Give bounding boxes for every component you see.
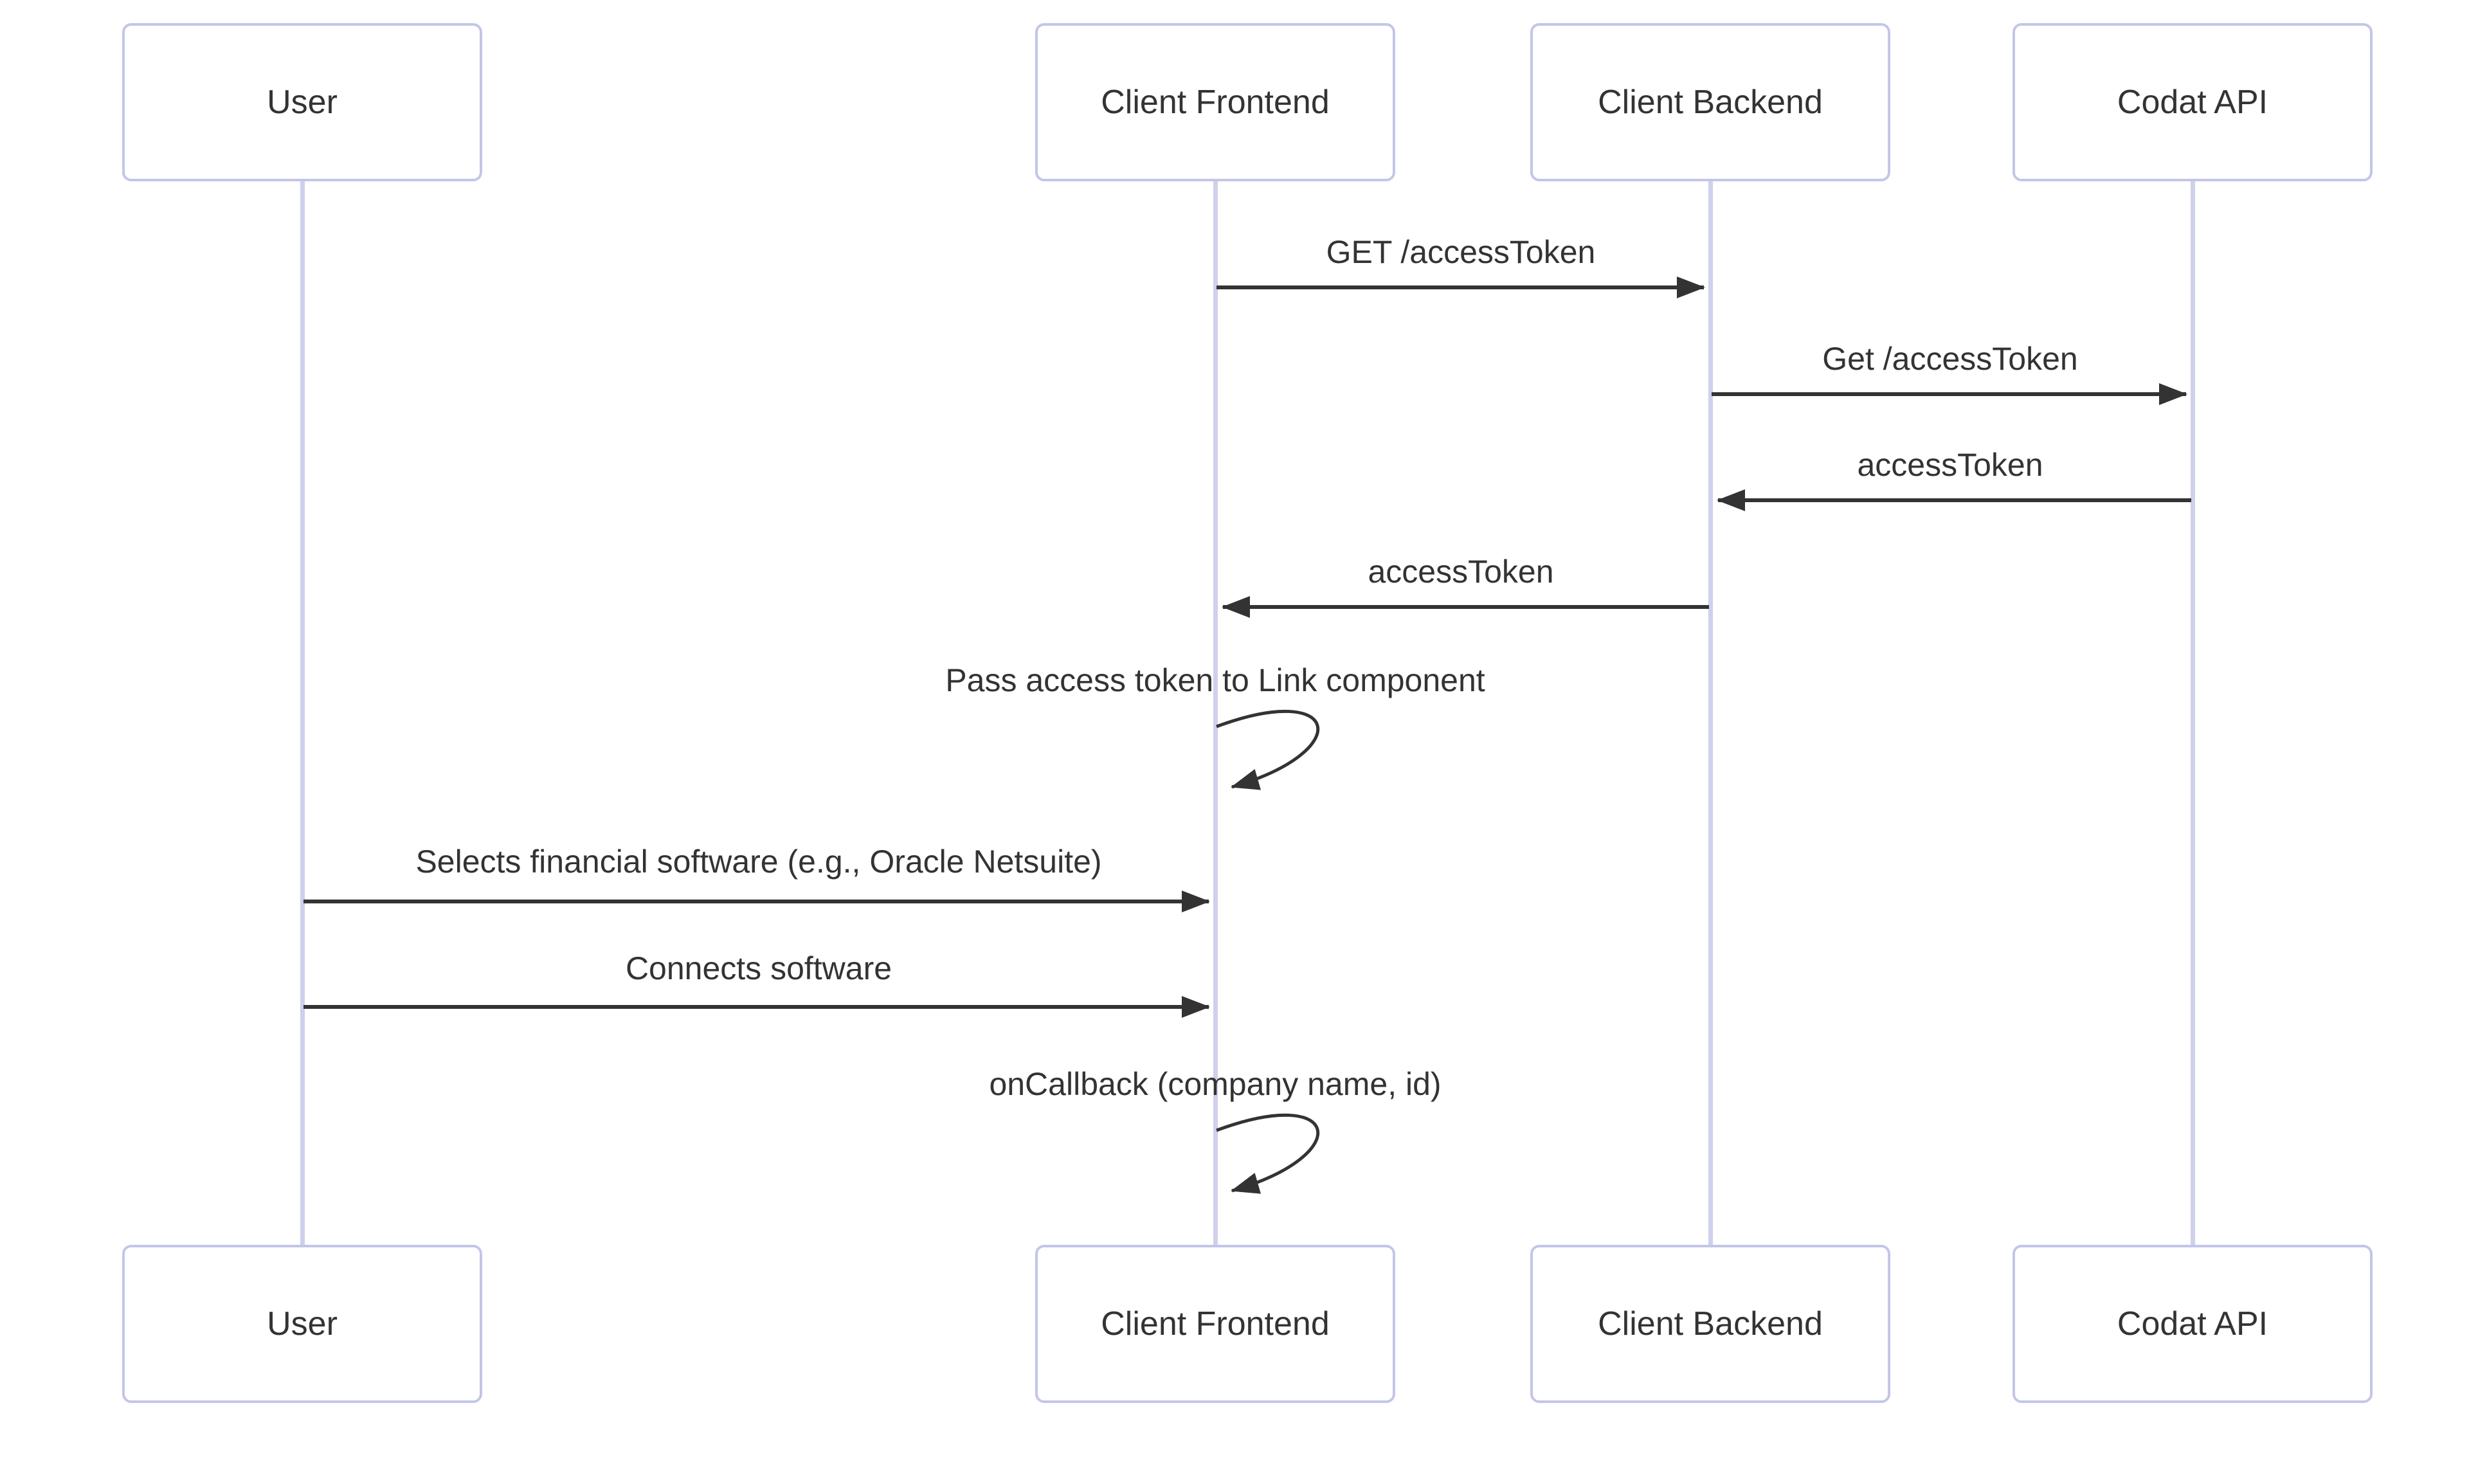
actor-label: Client Backend bbox=[1598, 1305, 1823, 1343]
lifeline-codat-api bbox=[2191, 180, 2195, 1247]
self-loop-oncallback bbox=[1216, 1113, 1320, 1194]
message-label-pass-access-token: Pass access token to Link component bbox=[945, 662, 1485, 698]
actor-box-bottom-client-backend: Client Backend bbox=[1530, 1245, 1890, 1403]
actor-label: Client Frontend bbox=[1101, 84, 1330, 121]
actor-label: Client Backend bbox=[1598, 84, 1823, 121]
actor-box-top-codat-api: Codat API bbox=[2012, 23, 2373, 181]
actor-box-bottom-codat-api: Codat API bbox=[2012, 1245, 2373, 1403]
actor-label: Codat API bbox=[2117, 84, 2268, 121]
actor-label: User bbox=[267, 84, 338, 121]
actor-box-bottom-user: User bbox=[122, 1245, 482, 1403]
lifeline-user bbox=[300, 180, 305, 1247]
message-label-accesstoken-return-backend: accessToken bbox=[1368, 554, 1554, 590]
actor-box-top-client-frontend: Client Frontend bbox=[1035, 23, 1395, 181]
actor-box-top-user: User bbox=[122, 23, 482, 181]
lifeline-client-backend bbox=[1708, 180, 1713, 1247]
message-label-oncallback: onCallback (company name, id) bbox=[989, 1066, 1442, 1102]
message-label-get-accesstoken-codat: Get /accessToken bbox=[1822, 341, 2078, 377]
lifeline-client-frontend bbox=[1213, 180, 1218, 1247]
actor-label: Client Frontend bbox=[1101, 1305, 1330, 1343]
message-label-selects-financial-software: Selects financial software (e.g., Oracle… bbox=[415, 844, 1102, 880]
actor-box-top-client-backend: Client Backend bbox=[1530, 23, 1890, 181]
actor-box-bottom-client-frontend: Client Frontend bbox=[1035, 1245, 1395, 1403]
message-label-accesstoken-return-codat: accessToken bbox=[1857, 447, 2043, 483]
message-label-get-accesstoken: GET /accessToken bbox=[1326, 234, 1596, 270]
actor-label: Codat API bbox=[2117, 1305, 2268, 1343]
actor-label: User bbox=[267, 1305, 338, 1343]
message-label-connects-software: Connects software bbox=[625, 950, 892, 986]
self-loop-pass-access-token bbox=[1216, 709, 1320, 790]
